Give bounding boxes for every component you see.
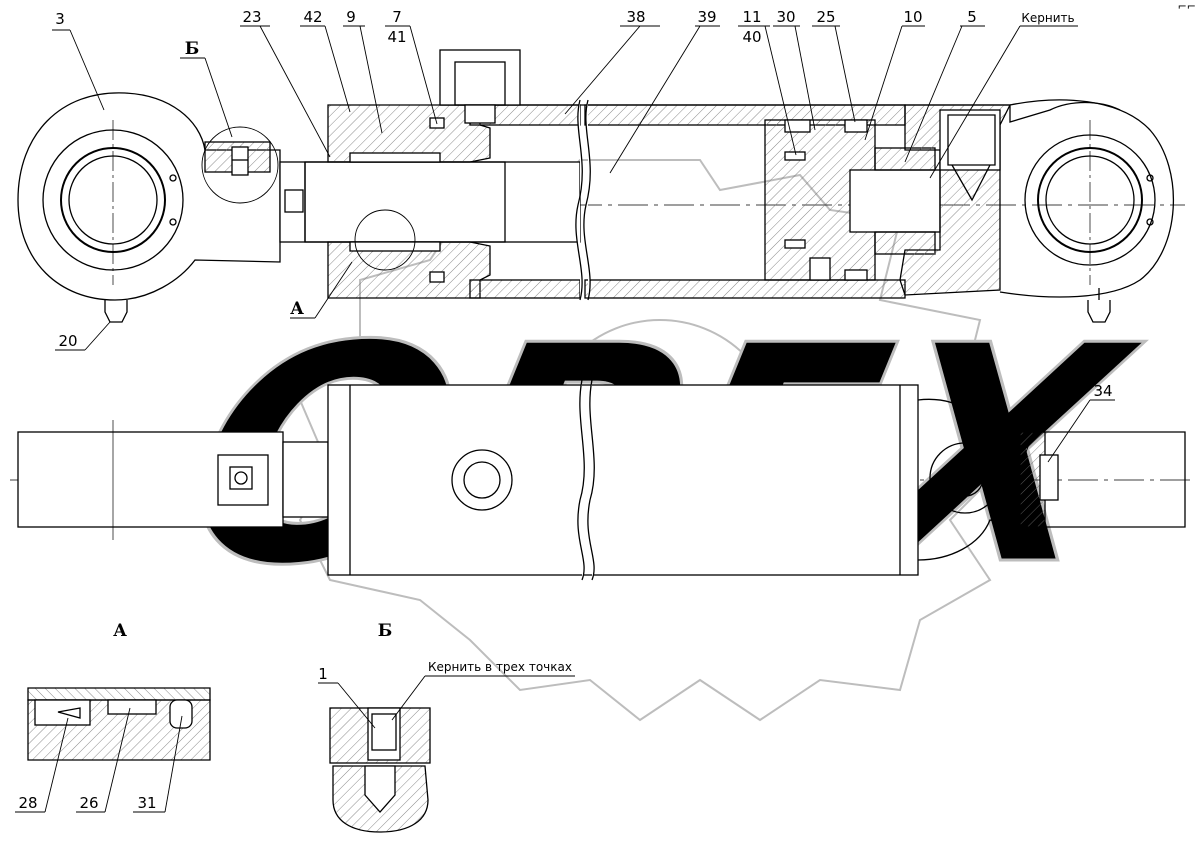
kernit-label: Кернить <box>1021 11 1074 25</box>
callout-25: 25 <box>816 8 835 26</box>
callout-9: 9 <box>346 8 356 26</box>
view-labels: Б А А Б <box>113 39 392 641</box>
callout-11: 11 <box>742 8 761 26</box>
detail-b-title: Б <box>378 621 393 641</box>
callout-31: 31 <box>137 794 156 812</box>
callout-42: 42 <box>303 8 322 26</box>
callout-23: 23 <box>242 8 261 26</box>
callout-17: 17 <box>1047 382 1066 400</box>
callout-39: 39 <box>697 8 716 26</box>
section-view <box>17 49 1185 323</box>
callout-1: 1 <box>318 665 328 683</box>
callout-34: 34 <box>1093 382 1112 400</box>
callout-38: 38 <box>626 8 645 26</box>
callout-3: 3 <box>55 10 65 28</box>
leader-lines <box>15 25 1115 813</box>
detail-a <box>27 687 211 761</box>
callout-41: 41 <box>387 28 406 46</box>
callout-5: 5 <box>967 8 977 26</box>
callout-28: 28 <box>18 794 37 812</box>
view-a-marker: А <box>290 299 304 319</box>
callout-26: 26 <box>79 794 98 812</box>
callout-10: 10 <box>903 8 922 26</box>
callout-40: 40 <box>742 28 761 46</box>
callout-30: 30 <box>776 8 795 26</box>
corner-mark: ⌐⌐ <box>1177 0 1196 13</box>
detail-b <box>329 707 431 833</box>
kernit-three-label: Кернить в трех точках <box>428 660 572 674</box>
exterior-view <box>10 379 1190 581</box>
callout-7: 7 <box>392 8 402 26</box>
callout-labels: 3 23 42 9 7 41 38 39 11 40 30 25 10 5 Ке… <box>18 8 1112 812</box>
callout-20: 20 <box>58 332 77 350</box>
view-b-marker: Б <box>185 39 200 59</box>
detail-a-title: А <box>113 621 127 641</box>
